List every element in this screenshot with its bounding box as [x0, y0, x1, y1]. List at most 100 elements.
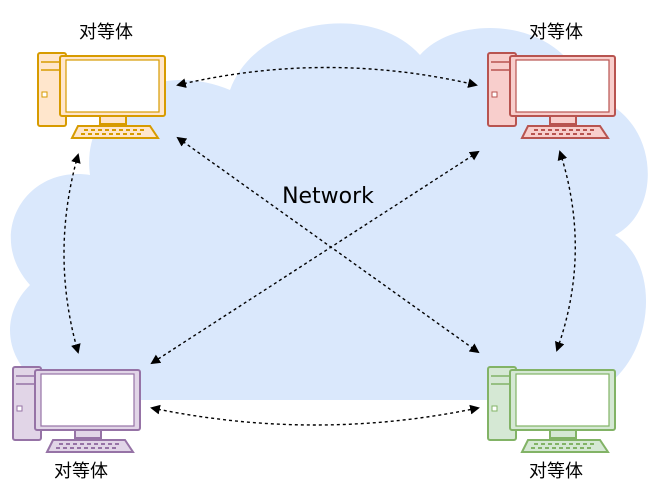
- keyboard-key: [119, 129, 123, 131]
- peer-label-bottom-right: 对等体: [529, 461, 583, 482]
- keyboard-key: [576, 443, 580, 445]
- keyboard-key: [541, 443, 545, 445]
- connection-top-left-to-top-right: [176, 66, 478, 88]
- monitor-screen: [515, 59, 610, 113]
- keyboard-key: [583, 443, 587, 445]
- peer-label-top-left: 对等体: [79, 22, 133, 43]
- keyboard-key: [534, 443, 538, 445]
- keyboard-key: [573, 133, 577, 135]
- keyboard-key: [80, 443, 84, 445]
- keyboard-key: [580, 447, 584, 449]
- keyboard-key: [573, 447, 577, 449]
- connection-top-left-to-bottom-left: [63, 153, 81, 354]
- keyboard: [520, 125, 610, 139]
- keyboard-key: [548, 443, 552, 445]
- power-button: [16, 405, 23, 412]
- keyboard-key: [583, 129, 587, 131]
- keyboard-key: [555, 129, 559, 131]
- keyboard-key: [562, 443, 566, 445]
- keyboard-key: [112, 129, 116, 131]
- peer-computer-bottom-right: [487, 366, 616, 453]
- monitor-screen: [515, 373, 610, 427]
- keyboard-key: [587, 447, 591, 449]
- keyboard-key: [559, 447, 563, 449]
- keyboard-key: [545, 133, 549, 135]
- keyboard-key: [123, 133, 127, 135]
- connection-bottom-left-to-bottom-right: [150, 404, 480, 426]
- keyboard-key: [101, 443, 105, 445]
- power-button: [41, 91, 48, 98]
- keyboard-key: [130, 133, 134, 135]
- keyboard-key: [545, 447, 549, 449]
- keyboard-key: [534, 129, 538, 131]
- keyboard-key: [566, 133, 570, 135]
- connection-top-right-to-bottom-right: [555, 150, 576, 352]
- keyboard-key: [112, 447, 116, 449]
- keyboard-key: [84, 129, 88, 131]
- keyboard-key: [531, 447, 535, 449]
- keyboard-key: [133, 129, 137, 131]
- keyboard-key: [562, 129, 566, 131]
- keyboard-key: [109, 133, 113, 135]
- keyboard-key: [102, 133, 106, 135]
- keyboard-key: [590, 129, 594, 131]
- keyboard-key: [115, 443, 119, 445]
- power-button: [491, 91, 498, 98]
- keyboard-key: [126, 129, 130, 131]
- keyboard-key: [94, 443, 98, 445]
- keyboard-key: [81, 133, 85, 135]
- keyboard-key: [108, 443, 112, 445]
- keyboard-key: [95, 133, 99, 135]
- keyboard-key: [91, 447, 95, 449]
- keyboard-key: [576, 129, 580, 131]
- keyboard-key: [87, 443, 91, 445]
- network-label: Network: [282, 184, 374, 209]
- keyboard-key: [84, 447, 88, 449]
- keyboard-key: [137, 133, 141, 135]
- keyboard-key: [63, 447, 67, 449]
- keyboard-key: [569, 129, 573, 131]
- peer-computer-top-left: [37, 52, 166, 139]
- keyboard-key: [538, 447, 542, 449]
- keyboard-key: [116, 133, 120, 135]
- monitor-screen: [40, 373, 135, 427]
- keyboard-key: [91, 129, 95, 131]
- keyboard-key: [569, 443, 573, 445]
- peer-computer-bottom-left: [12, 366, 141, 453]
- keyboard-key: [98, 447, 102, 449]
- power-button: [491, 405, 498, 412]
- keyboard-key: [590, 443, 594, 445]
- keyboard-key: [555, 443, 559, 445]
- peer-label-bottom-left: 对等体: [54, 461, 108, 482]
- keyboard: [520, 439, 610, 453]
- keyboard-key: [552, 447, 556, 449]
- keyboard-key: [105, 129, 109, 131]
- keyboard-key: [559, 133, 563, 135]
- keyboard-key: [77, 447, 81, 449]
- keyboard-key: [98, 129, 102, 131]
- keyboard-key: [531, 133, 535, 135]
- keyboard-key: [587, 133, 591, 135]
- keyboard-key: [88, 133, 92, 135]
- keyboard-key: [59, 443, 63, 445]
- keyboard-key: [56, 447, 60, 449]
- keyboard-key: [538, 133, 542, 135]
- monitor-screen: [65, 59, 160, 113]
- keyboard-key: [548, 129, 552, 131]
- keyboard: [70, 125, 160, 139]
- keyboard-key: [73, 443, 77, 445]
- keyboard-key: [566, 447, 570, 449]
- connections: [63, 66, 576, 426]
- keyboard-key: [66, 443, 70, 445]
- keyboard-key: [140, 129, 144, 131]
- connection-top-right-to-bottom-left: [150, 150, 480, 365]
- peer-label-top-right: 对等体: [529, 22, 583, 43]
- keyboard-key: [541, 129, 545, 131]
- keyboard-key: [70, 447, 74, 449]
- keyboard-key: [552, 133, 556, 135]
- keyboard-key: [580, 133, 584, 135]
- keyboard-key: [105, 447, 109, 449]
- keyboard: [45, 439, 135, 453]
- peer-computer-top-right: [487, 52, 616, 139]
